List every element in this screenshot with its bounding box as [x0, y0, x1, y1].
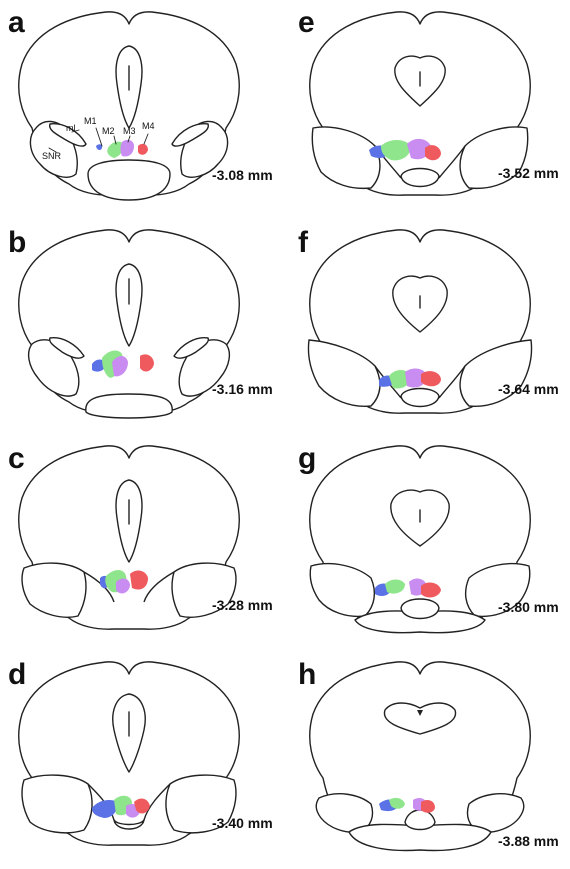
depth-label-g: -3.80 mm — [498, 600, 559, 614]
depth-label-f: -3.64 mm — [498, 382, 559, 396]
label-m2: M2 — [102, 127, 115, 136]
panel-letter-d: d — [8, 660, 26, 690]
section-b — [19, 230, 240, 418]
label-m3: M3 — [123, 127, 136, 136]
label-ml: ml — [66, 124, 76, 133]
section-h — [310, 662, 531, 851]
section-c — [19, 446, 240, 629]
panel-letter-a: a — [8, 8, 25, 38]
panel-letter-g: g — [298, 444, 316, 474]
depth-label-e: -3.52 mm — [498, 166, 559, 180]
section-d — [19, 662, 240, 845]
panel-letter-c: c — [8, 444, 25, 474]
depth-label-h: -3.88 mm — [498, 834, 559, 848]
panel-letter-b: b — [8, 228, 26, 258]
depth-label-d: -3.40 mm — [212, 816, 273, 830]
panel-letter-f: f — [298, 228, 308, 258]
label-m1: M1 — [84, 117, 97, 126]
depth-label-c: -3.28 mm — [212, 598, 273, 612]
depth-label-b: -3.16 mm — [212, 382, 273, 396]
depth-label-a: -3.08 mm — [212, 168, 273, 182]
label-snr: SNR — [42, 152, 61, 161]
label-m4: M4 — [142, 122, 155, 131]
panel-letter-e: e — [298, 8, 315, 38]
panel-letter-h: h — [298, 660, 316, 690]
section-a — [19, 12, 240, 200]
